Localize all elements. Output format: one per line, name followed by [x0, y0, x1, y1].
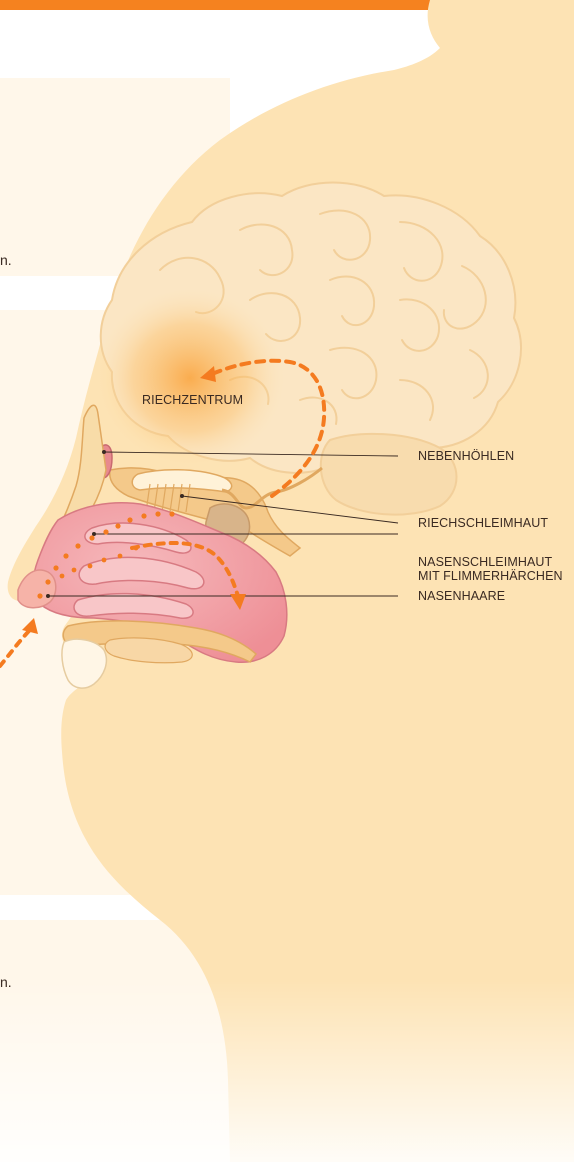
dot-nasenschleimhaut — [92, 532, 96, 536]
cerebellum — [321, 434, 457, 515]
label-nebenhoehlen: NEBENHÖHLEN — [418, 449, 514, 463]
label-riechzentrum: RIECHZENTRUM — [142, 393, 243, 407]
bottom-fade — [0, 980, 574, 1162]
dot-riechschleimhaut — [180, 494, 184, 498]
riechzentrum-glow — [95, 288, 285, 468]
label-nasenschleimhaut-line2: MIT FLIMMERHÄRCHEN — [418, 569, 563, 583]
text-fragment-upper: n. — [0, 252, 12, 268]
label-riechschleimhaut: RIECHSCHLEIMHAUT — [418, 516, 548, 530]
label-nasenschleimhaut-line1: NASENSCHLEIMHAUT — [418, 555, 553, 569]
text-fragment-lower: n. — [0, 974, 12, 990]
dot-nebenhoehlen — [102, 450, 106, 454]
dot-nasenhaare — [46, 594, 50, 598]
label-nasenhaare: NASENHAARE — [418, 589, 505, 603]
